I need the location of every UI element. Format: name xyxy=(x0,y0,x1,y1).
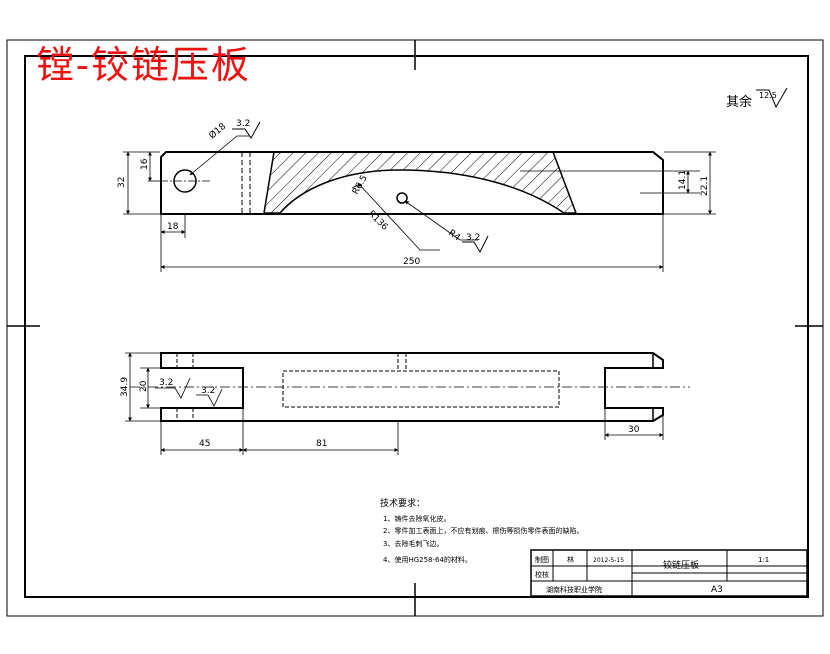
svg-text:3.2: 3.2 xyxy=(159,378,173,388)
svg-text:16: 16 xyxy=(140,158,150,170)
sheet-size: A3 xyxy=(711,585,723,595)
svg-text:20: 20 xyxy=(139,380,149,392)
svg-text:其余: 其余 xyxy=(726,94,752,110)
section-hatch xyxy=(263,151,578,214)
part-name: 铰链压板 xyxy=(663,559,699,571)
title-block: 制图 林 2012-5-15 铰链压板 1:1 校核 湖南科技职业学院 A3 xyxy=(530,549,808,597)
tech-notes: 技术要求： 1、铸件去除氧化皮。 2、零件加工表面上，不应有划痕、擦伤等损伤零件… xyxy=(380,497,583,564)
svg-text:R4: R4 xyxy=(446,228,462,243)
svg-text:81: 81 xyxy=(316,439,327,449)
drawn-name: 林 xyxy=(567,555,574,564)
svg-text:45: 45 xyxy=(199,439,210,449)
svg-text:32: 32 xyxy=(117,177,127,188)
tech-note-4: 4、使用HG258-64的材料。 xyxy=(383,555,472,564)
svg-text:30: 30 xyxy=(628,425,640,435)
svg-text:14.1: 14.1 xyxy=(678,170,688,190)
pin-hole xyxy=(396,192,408,204)
front-view: Ø18 3.2 R6.5 R136 R4 3.2 32 16 18 250 14… xyxy=(117,119,716,272)
svg-text:R136: R136 xyxy=(366,209,390,233)
svg-text:22.1: 22.1 xyxy=(700,176,710,196)
svg-text:250: 250 xyxy=(403,257,420,267)
school-name: 湖南科技职业学院 xyxy=(546,585,602,594)
scale: 1:1 xyxy=(758,556,769,564)
drawn-label: 制图 xyxy=(535,555,549,564)
tech-notes-title: 技术要求： xyxy=(380,497,425,509)
tech-note-2: 2、零件加工表面上，不应有划痕、擦伤等损伤零件表面的缺陷。 xyxy=(383,526,583,535)
top-view: 34.9 20 3.2 3.2 45 81 30 xyxy=(120,352,690,455)
banner-title: 镗-铰链压板 xyxy=(36,43,251,87)
svg-text:3.2: 3.2 xyxy=(466,233,480,243)
svg-text:3.2: 3.2 xyxy=(236,119,250,129)
svg-text:34.9: 34.9 xyxy=(120,377,130,397)
centering-marks xyxy=(7,40,823,616)
check-label: 校核 xyxy=(535,570,549,579)
svg-text:Ø18: Ø18 xyxy=(207,121,228,142)
svg-text:18: 18 xyxy=(167,222,179,232)
tech-note-1: 1、铸件去除氧化皮。 xyxy=(383,514,450,523)
tech-note-3: 3、去除毛刺飞边。 xyxy=(383,539,443,548)
svg-text:12.5: 12.5 xyxy=(759,91,777,100)
svg-text:3.2: 3.2 xyxy=(201,386,215,396)
drawn-date: 2012-5-15 xyxy=(593,557,624,564)
roughness-general-note: 其余 12.5 xyxy=(726,87,788,110)
